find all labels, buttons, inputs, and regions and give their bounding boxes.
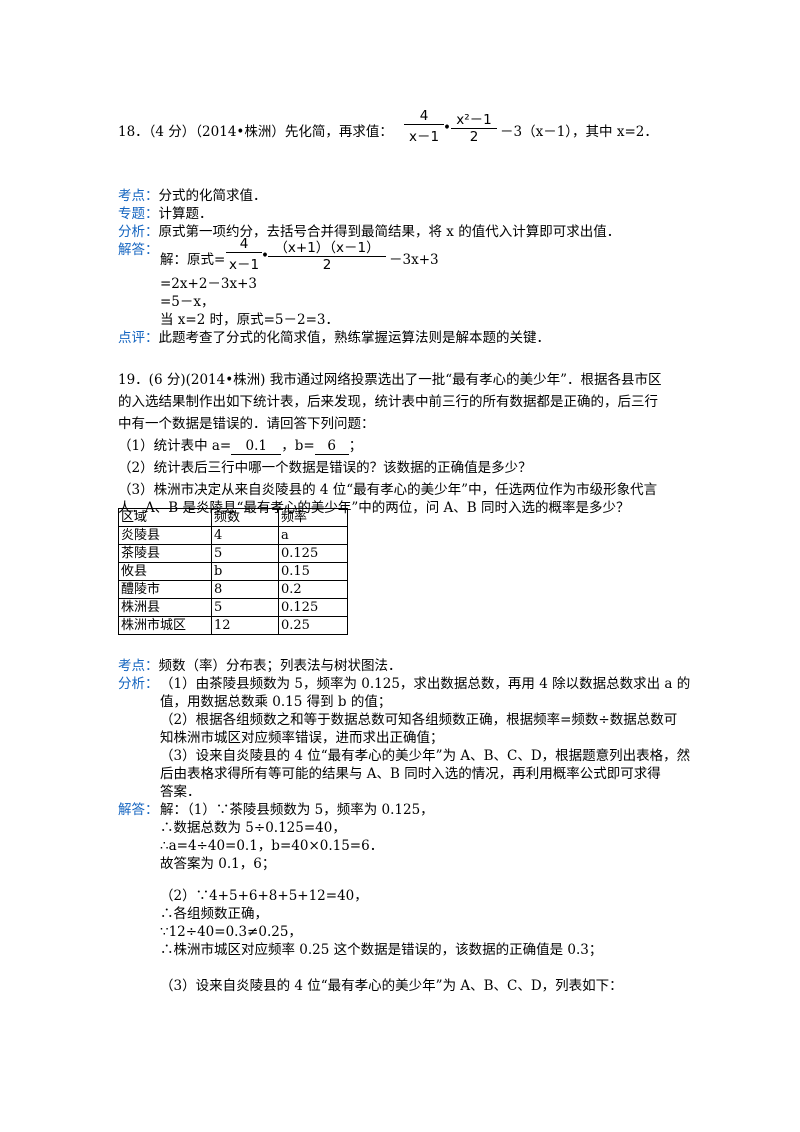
q18-dot: •: [443, 120, 451, 136]
q19-kaodian: 频数（率）分布表；列表法与树状图法．: [158, 658, 402, 674]
q18-zhuanti: 计算题．: [158, 206, 213, 222]
q19-fenxi-line: （3）设来自炎陵县的 4 位“最有孝心的美少年”为 A、B、C、D，根据题意列出…: [160, 748, 691, 764]
q19-q1-a-text: （1）统计表中 a=: [118, 438, 232, 454]
q18-frac2-numerator: x²－1: [456, 112, 492, 128]
q19-solution-1-line: 解：（1）∵茶陵县频数为 5，频率为 0.125，: [160, 802, 434, 818]
q18-sol-frac2-denominator: 2: [322, 257, 332, 273]
q19-fenxi-line: （2）根据各组频数之和等于数据总数可知各组频数正确，根据频率=频数÷数据总数可: [160, 712, 678, 728]
table-cell: 12: [211, 616, 279, 635]
q19-stem-line3: 中有一个数据是错误的．请回答下列问题：: [118, 416, 375, 432]
q19-fenxi-line: 答案．: [160, 784, 201, 800]
q19-answer-a: 0.1: [231, 438, 282, 455]
q19-q1-end: ；: [348, 438, 363, 454]
frequency-table: 区域 频数 频率 炎陵县 4 a 茶陵县 5 0.125 攸县 b 0.15 醴…: [118, 508, 348, 635]
table-cell: 0.15: [278, 562, 348, 581]
q19-solution-2-line: ∴各组频数正确，: [160, 906, 268, 922]
q18-sol-fraction-1: 4 x－1: [226, 236, 262, 273]
table-cell: 8: [211, 580, 279, 599]
q19-solution-2-line: ∴株洲市城区对应频率 0.25 这个数据是错误的，该数据的正确值是 0.3；: [160, 942, 603, 958]
q18-sol-line3: =5－x，: [160, 294, 215, 310]
table-cell: 炎陵县: [118, 526, 212, 545]
q19-fenxi-line: 知株洲市城区对应频率错误，进而求出正确值；: [160, 730, 444, 746]
q18-dianping-row: 点评：此题考查了分式的化简求值，熟练掌握运算法则是解本题的关键．: [118, 326, 550, 346]
q18-sol-fraction-2: （x+1）（x－1） 2: [268, 236, 386, 273]
q18-intro: 18．（4 分）（2014•株洲）先化简，再求值：: [118, 124, 393, 140]
q18-zhuanti-label: 专题：: [118, 206, 159, 222]
table-row: 炎陵县 4 a: [118, 526, 348, 545]
q19-fenxi-line: 后由表格求得所有等可能的结果与 A、B 同时入选的情况，再利用概率公式即可求得: [160, 766, 661, 782]
table-cell: 醴陵市: [118, 580, 212, 599]
table-row: 攸县 b 0.15: [118, 562, 348, 581]
q18-frac1-denominator: x－1: [408, 129, 440, 145]
q18-sol-tail: －3x+3: [389, 252, 439, 268]
table-cell: 株洲市城区: [118, 616, 212, 635]
q19-fenxi-line: （1）由茶陵县频数为 5，频率为 0.125，求出数据总数，再用 4 除以数据总…: [160, 676, 691, 692]
table-cell: 4: [211, 526, 279, 545]
q18-fraction-1: 4 x－1: [404, 108, 444, 145]
table-cell: 0.2: [278, 580, 348, 599]
q18-fenxi-label: 分析：: [118, 224, 159, 240]
q18-jieda-label: 解答：: [118, 242, 159, 258]
q18-sol-dot: •: [261, 248, 269, 264]
q19-stem-line2: 的入选结果制作出如下统计表，后来发现，统计表中前三行的所有数据都是正确的，后三行: [118, 394, 658, 410]
q19-question-3-line1: （3）株洲市决定从来自炎陵县的 4 位“最有孝心的美少年”中，任选两位作为市级形…: [118, 482, 658, 498]
q19-kaodian-label: 考点：: [118, 658, 159, 674]
q19-question-1: （1）统计表中 a=0.1，b=6；: [118, 434, 362, 455]
q18-kaodian-label: 考点：: [118, 188, 159, 204]
table-cell: 0.125: [278, 598, 348, 617]
q18-frac2-denominator: 2: [469, 129, 479, 145]
q18-fenxi: 原式第一项约分，去括号合并得到最简结果，将 x 的值代入计算即可求出值．: [158, 224, 621, 240]
table-cell: b: [211, 562, 279, 581]
q18-dianping: 此题考查了分式的化简求值，熟练掌握运算法则是解本题的关键．: [158, 330, 551, 346]
q19-solution-1-line: 故答案为 0.1，6；: [160, 856, 276, 872]
table-row: 株洲市城区 12 0.25: [118, 616, 348, 635]
q18-sol-prefix: 解：原式=: [160, 252, 226, 268]
table-cell: 株洲县: [118, 598, 212, 617]
q19-question-2: （2）统计表后三行中哪一个数据是错误的？该数据的正确值是多少？: [118, 460, 532, 476]
table-header-cell: 频率: [278, 508, 348, 527]
q19-q1-b-text: ，b=: [281, 438, 315, 454]
q18-sol-frac1-denominator: x－1: [228, 257, 260, 273]
q18-fraction-2: x²－1 2: [451, 108, 497, 145]
table-row: 株洲县 5 0.125: [118, 598, 348, 617]
q18-dianping-label: 点评：: [118, 330, 159, 346]
table-cell: 0.125: [278, 544, 348, 563]
q18-zhuanti-row: 专题：计算题．: [118, 202, 213, 222]
q19-fenxi-line: 值，用数据总数乘 0.15 得到 b 的值；: [160, 694, 392, 710]
table-cell: 5: [211, 598, 279, 617]
q18-sol-line2: =2x+2－3x+3: [160, 276, 258, 292]
table-row: 醴陵市 8 0.2: [118, 580, 348, 599]
q19-solution-1-line: ∴数据总数为 5÷0.125=40，: [160, 820, 346, 836]
table-cell: 5: [211, 544, 279, 563]
q18-kaodian-row: 考点：分式的化简求值．: [118, 184, 267, 204]
q19-stem-line1: 19．(6 分)(2014•株洲) 我市通过网络投票选出了一批“最有孝心的美少年…: [118, 372, 662, 388]
q18-sol-line4: 当 x=2 时，原式=5－2=3．: [160, 312, 339, 328]
q19-solution-3: （3）设来自炎陵县的 4 位“最有孝心的美少年”为 A、B、C、D，列表如下：: [160, 978, 623, 994]
q19-fenxi-label: 分析：: [118, 676, 159, 692]
q19-solution-2-line: ∵12÷40=0.3≠0.25，: [160, 924, 302, 940]
q18-frac1-numerator: 4: [419, 108, 429, 124]
q19-answer-b: 6: [314, 438, 349, 455]
q19-solution-1-line: ∴a=4÷40=0.1，b=40×0.15=6．: [160, 838, 384, 854]
table-header-cell: 频数: [211, 508, 279, 527]
q18-kaodian: 分式的化简求值．: [158, 188, 267, 204]
q18-sol-frac2-numerator: （x+1）（x－1）: [274, 240, 380, 256]
q18-tail: －3（x－1），其中 x=2．: [500, 124, 658, 140]
table-header-row: 区域 频数 频率: [118, 508, 348, 527]
table-cell: 茶陵县: [118, 544, 212, 563]
q18-fenxi-row: 分析：原式第一项约分，去括号合并得到最简结果，将 x 的值代入计算即可求出值．: [118, 220, 620, 240]
q19-solution-2-line: （2）∵4+5+6+8+5+12=40，: [160, 888, 368, 904]
q19-kaodian-row: 考点：频数（率）分布表；列表法与树状图法．: [118, 654, 402, 674]
q19-jieda-label: 解答：: [118, 802, 159, 818]
table-header-cell: 区域: [118, 508, 212, 527]
table-cell: 0.25: [278, 616, 348, 635]
table-cell: 攸县: [118, 562, 212, 581]
table-cell: a: [278, 526, 348, 545]
q18-sol-frac1-numerator: 4: [239, 236, 249, 252]
table-row: 茶陵县 5 0.125: [118, 544, 348, 563]
